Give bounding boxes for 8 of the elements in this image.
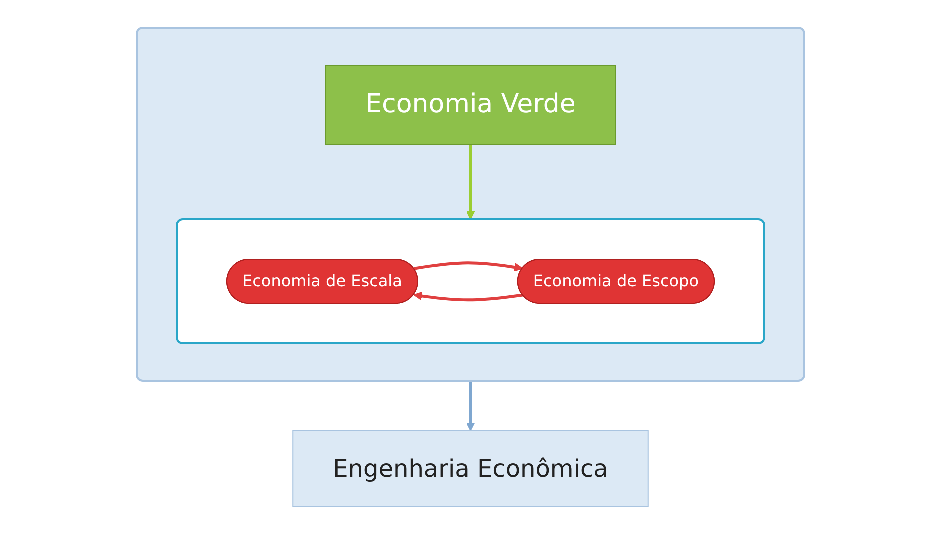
arrow [413,292,523,302]
cluster [136,27,806,382]
node-box: Economia Verde [324,65,616,145]
arrow [466,144,475,220]
node-box: Engenharia Econômica [292,430,649,508]
arrow [414,262,524,272]
cluster [176,218,766,344]
arrow [466,381,475,432]
